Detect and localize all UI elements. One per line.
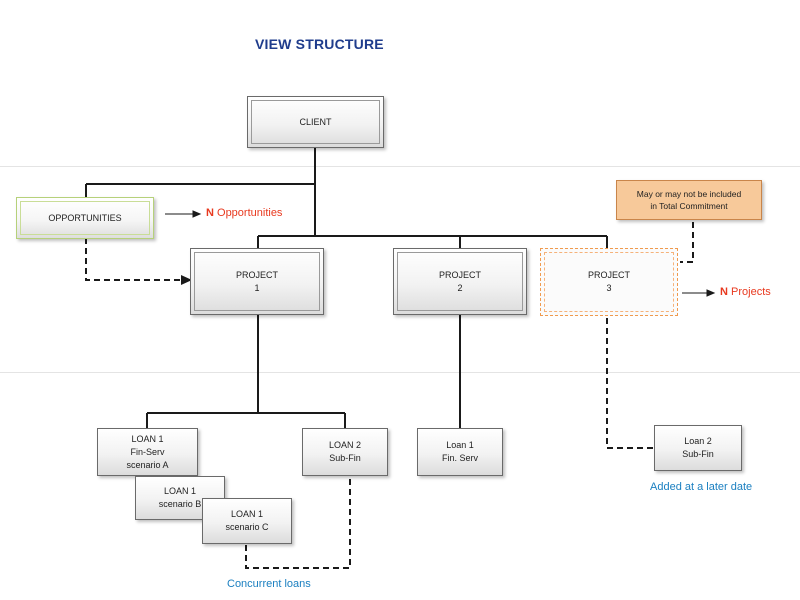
loan-2a-type: Sub-Fin xyxy=(329,453,361,463)
loan-1c-title: LOAN 1 xyxy=(230,509,263,519)
client-box: CLIENT xyxy=(247,96,384,148)
n-projects-label: N Projects xyxy=(720,286,771,298)
loan-2a-title: LOAN 2 xyxy=(328,440,361,450)
project-1-box: PROJECT 1 xyxy=(190,248,324,315)
loan-1a-title: LOAN 1 xyxy=(131,433,164,444)
arrowhead-opp-to-project1 xyxy=(181,275,192,285)
concurrent-loans-label: Concurrent loans xyxy=(227,578,311,590)
project-2-box: PROJECT 2 xyxy=(393,248,527,315)
page-title: VIEW STRUCTURE xyxy=(255,36,384,52)
n-opportunities-label: N Opportunities xyxy=(206,207,282,219)
section-divider-bottom xyxy=(0,372,800,373)
dashed-concurrent-bracket xyxy=(245,477,351,569)
client-label: CLIENT xyxy=(299,116,332,127)
dashed-opp-to-project1 xyxy=(85,238,182,281)
loan-1b-scenario: scenario B xyxy=(158,499,202,509)
n-projects-count: N xyxy=(720,286,728,298)
project-3-box: PROJECT 3 xyxy=(540,248,678,316)
loan-1b-title: LOAN 1 xyxy=(163,486,196,496)
arrowhead-projects xyxy=(706,289,716,297)
project-2-title: PROJECT xyxy=(438,269,481,280)
loan-2-subfin-box: LOAN 2 Sub-Fin xyxy=(302,428,388,476)
project-3-loan-2-box: Loan 2 Sub-Fin xyxy=(654,425,742,471)
project-3-number: 3 xyxy=(606,283,612,293)
n-projects-text: Projects xyxy=(727,286,771,298)
section-divider-top xyxy=(0,166,800,167)
project-2-number: 2 xyxy=(457,282,463,293)
loan-1a-type: Fin-Serv xyxy=(130,446,165,457)
loan-1-scenario-a-box: LOAN 1 Fin-Serv scenario A xyxy=(97,428,198,476)
loan-1c-scenario: scenario C xyxy=(225,522,269,532)
added-later-label: Added at a later date xyxy=(650,481,753,493)
project-1-number: 1 xyxy=(254,282,260,293)
loan-1a-scenario: scenario A xyxy=(126,459,169,470)
dashed-project3-to-loan2 xyxy=(606,318,653,449)
loan-1-scenario-c-box: LOAN 1 scenario C xyxy=(202,498,292,544)
commitment-note: May or may not be included in Total Comm… xyxy=(616,180,762,220)
project-3-title: PROJECT xyxy=(587,270,630,280)
opportunities-label: OPPORTUNITIES xyxy=(48,212,122,223)
dashed-note-to-project3 xyxy=(680,222,694,263)
project-1-title: PROJECT xyxy=(235,269,278,280)
p3-loan-2-type: Sub-Fin xyxy=(682,449,714,459)
p2-loan-1-type: Fin. Serv xyxy=(441,453,478,463)
note-line-2: in Total Commitment xyxy=(650,201,728,211)
note-line-1: May or may not be included xyxy=(636,189,742,199)
p3-loan-2-title: Loan 2 xyxy=(684,436,712,446)
n-opportunities-count: N xyxy=(206,207,214,219)
p2-loan-1-title: Loan 1 xyxy=(446,440,474,450)
opportunities-box: OPPORTUNITIES xyxy=(16,197,154,239)
arrowhead-opportunities xyxy=(192,210,202,218)
project-2-loan-1-box: Loan 1 Fin. Serv xyxy=(417,428,503,476)
n-opportunities-text: Opportunities xyxy=(213,207,283,219)
